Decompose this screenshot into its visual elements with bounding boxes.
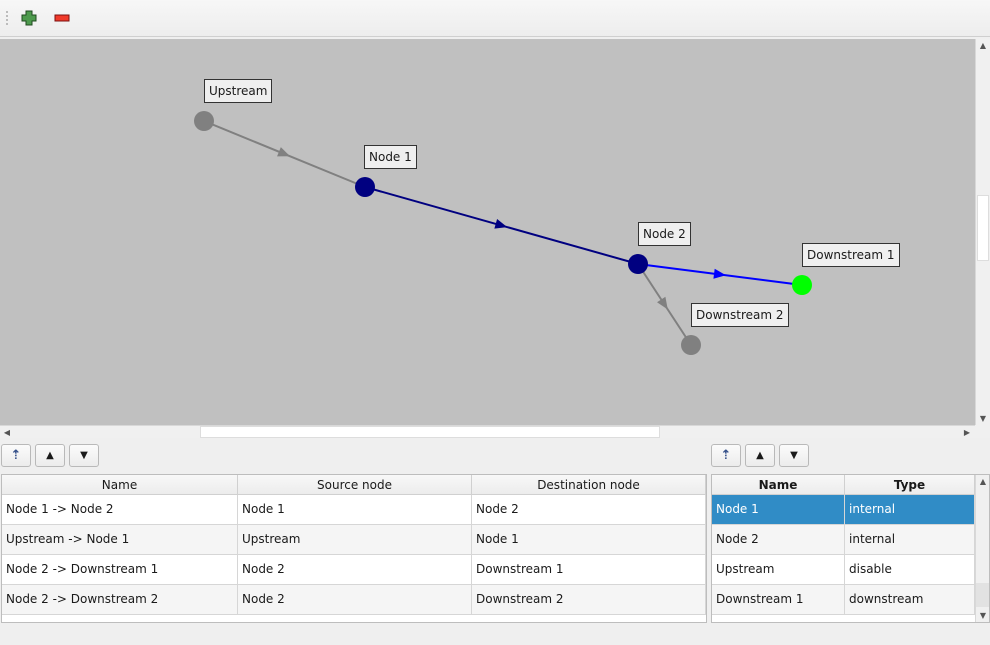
table-cell[interactable]: downstream (845, 585, 975, 614)
scroll-left-arrow-icon[interactable]: ◀ (3, 428, 11, 437)
nodes-move-up-button[interactable]: ▲ (745, 444, 775, 467)
edges-move-up-button[interactable]: ▲ (35, 444, 65, 467)
graph-node-node2[interactable] (628, 254, 648, 274)
edge-arrow-icon (494, 219, 508, 229)
graph-view[interactable] (0, 39, 975, 425)
sort-icon: ⇡ (720, 448, 732, 463)
add-node-button[interactable] (17, 6, 41, 30)
toolbar (0, 0, 990, 37)
node-label[interactable]: Downstream 2 (691, 303, 789, 327)
table-cell[interactable]: Node 1 (238, 495, 472, 524)
table-cell[interactable]: internal (845, 525, 975, 554)
table-cell[interactable]: Node 1 (472, 525, 706, 554)
graph-node-down1[interactable] (792, 275, 812, 295)
table-cell[interactable]: disable (845, 555, 975, 584)
node-label[interactable]: Upstream (204, 79, 273, 103)
edges-table-header: Name Source node Destination node (2, 475, 706, 495)
edges-move-down-button[interactable]: ▼ (69, 444, 99, 467)
table-cell[interactable]: Node 2 -> Downstream 2 (2, 585, 238, 614)
minus-icon (54, 14, 70, 22)
column-header-destination-node[interactable]: Destination node (472, 475, 706, 494)
table-cell[interactable]: Downstream 1 (712, 585, 845, 614)
node-label[interactable]: Downstream 1 (802, 243, 900, 267)
table-cell[interactable]: Upstream (712, 555, 845, 584)
graph-node-upstream[interactable] (194, 111, 214, 131)
table-cell[interactable]: Node 2 (238, 555, 472, 584)
table-cell[interactable]: Node 2 (472, 495, 706, 524)
scroll-down-arrow-icon[interactable]: ▼ (979, 611, 987, 620)
arrow-down-icon: ▼ (80, 450, 88, 461)
arrow-up-icon: ▲ (756, 450, 764, 461)
table-cell[interactable]: Node 2 (712, 525, 845, 554)
table-cell[interactable]: Node 2 -> Downstream 1 (2, 555, 238, 584)
toolbar-grip[interactable] (5, 10, 9, 27)
edge-arrow-icon (657, 296, 668, 310)
scroll-down-arrow-icon[interactable]: ▼ (979, 414, 987, 423)
nodes-move-down-button[interactable]: ▼ (779, 444, 809, 467)
remove-node-button[interactable] (50, 6, 74, 30)
table-cell[interactable]: Downstream 2 (472, 585, 706, 614)
scroll-corner (975, 425, 990, 438)
table-cell[interactable]: Node 1 -> Node 2 (2, 495, 238, 524)
arrow-down-icon: ▼ (790, 450, 798, 461)
graph-node-node1[interactable] (355, 177, 375, 197)
nodes-table-header: Name Type (712, 475, 989, 495)
column-header-type[interactable]: Type (845, 475, 975, 494)
nodes-vertical-scrollbar[interactable]: ▲ ▼ (975, 475, 989, 622)
table-cell[interactable]: internal (845, 495, 975, 524)
edges-table[interactable]: Name Source node Destination node Node 1… (1, 474, 707, 623)
column-header-name[interactable]: Name (2, 475, 238, 494)
table-cell[interactable]: Node 2 (238, 585, 472, 614)
arrow-up-icon: ▲ (46, 450, 54, 461)
scroll-right-arrow-icon[interactable]: ▶ (963, 428, 971, 437)
node-label[interactable]: Node 1 (364, 145, 417, 169)
nodes-sort-button[interactable]: ⇡ (711, 444, 741, 467)
table-cell[interactable]: Upstream (238, 525, 472, 554)
graph-horizontal-scrollbar[interactable]: ◀ ▶ (0, 425, 975, 438)
scroll-up-arrow-icon[interactable]: ▲ (979, 477, 987, 486)
horizontal-scroll-thumb[interactable] (200, 426, 660, 438)
node-label[interactable]: Node 2 (638, 222, 691, 246)
edge-arrow-icon (277, 147, 291, 157)
table-cell[interactable]: Upstream -> Node 1 (2, 525, 238, 554)
edges-sort-button[interactable]: ⇡ (1, 444, 31, 467)
nodes-scroll-thumb[interactable] (976, 583, 989, 607)
edge-arrow-icon (713, 268, 726, 279)
scroll-up-arrow-icon[interactable]: ▲ (979, 41, 987, 50)
graph-vertical-scrollbar[interactable]: ▲ ▼ (975, 39, 990, 425)
plus-icon (21, 10, 37, 26)
graph-node-down2[interactable] (681, 335, 701, 355)
column-header-name[interactable]: Name (712, 475, 845, 494)
table-cell[interactable]: Node 1 (712, 495, 845, 524)
table-cell[interactable]: Downstream 1 (472, 555, 706, 584)
vertical-scroll-thumb[interactable] (977, 195, 989, 261)
sort-icon: ⇡ (10, 448, 22, 463)
column-header-source-node[interactable]: Source node (238, 475, 472, 494)
